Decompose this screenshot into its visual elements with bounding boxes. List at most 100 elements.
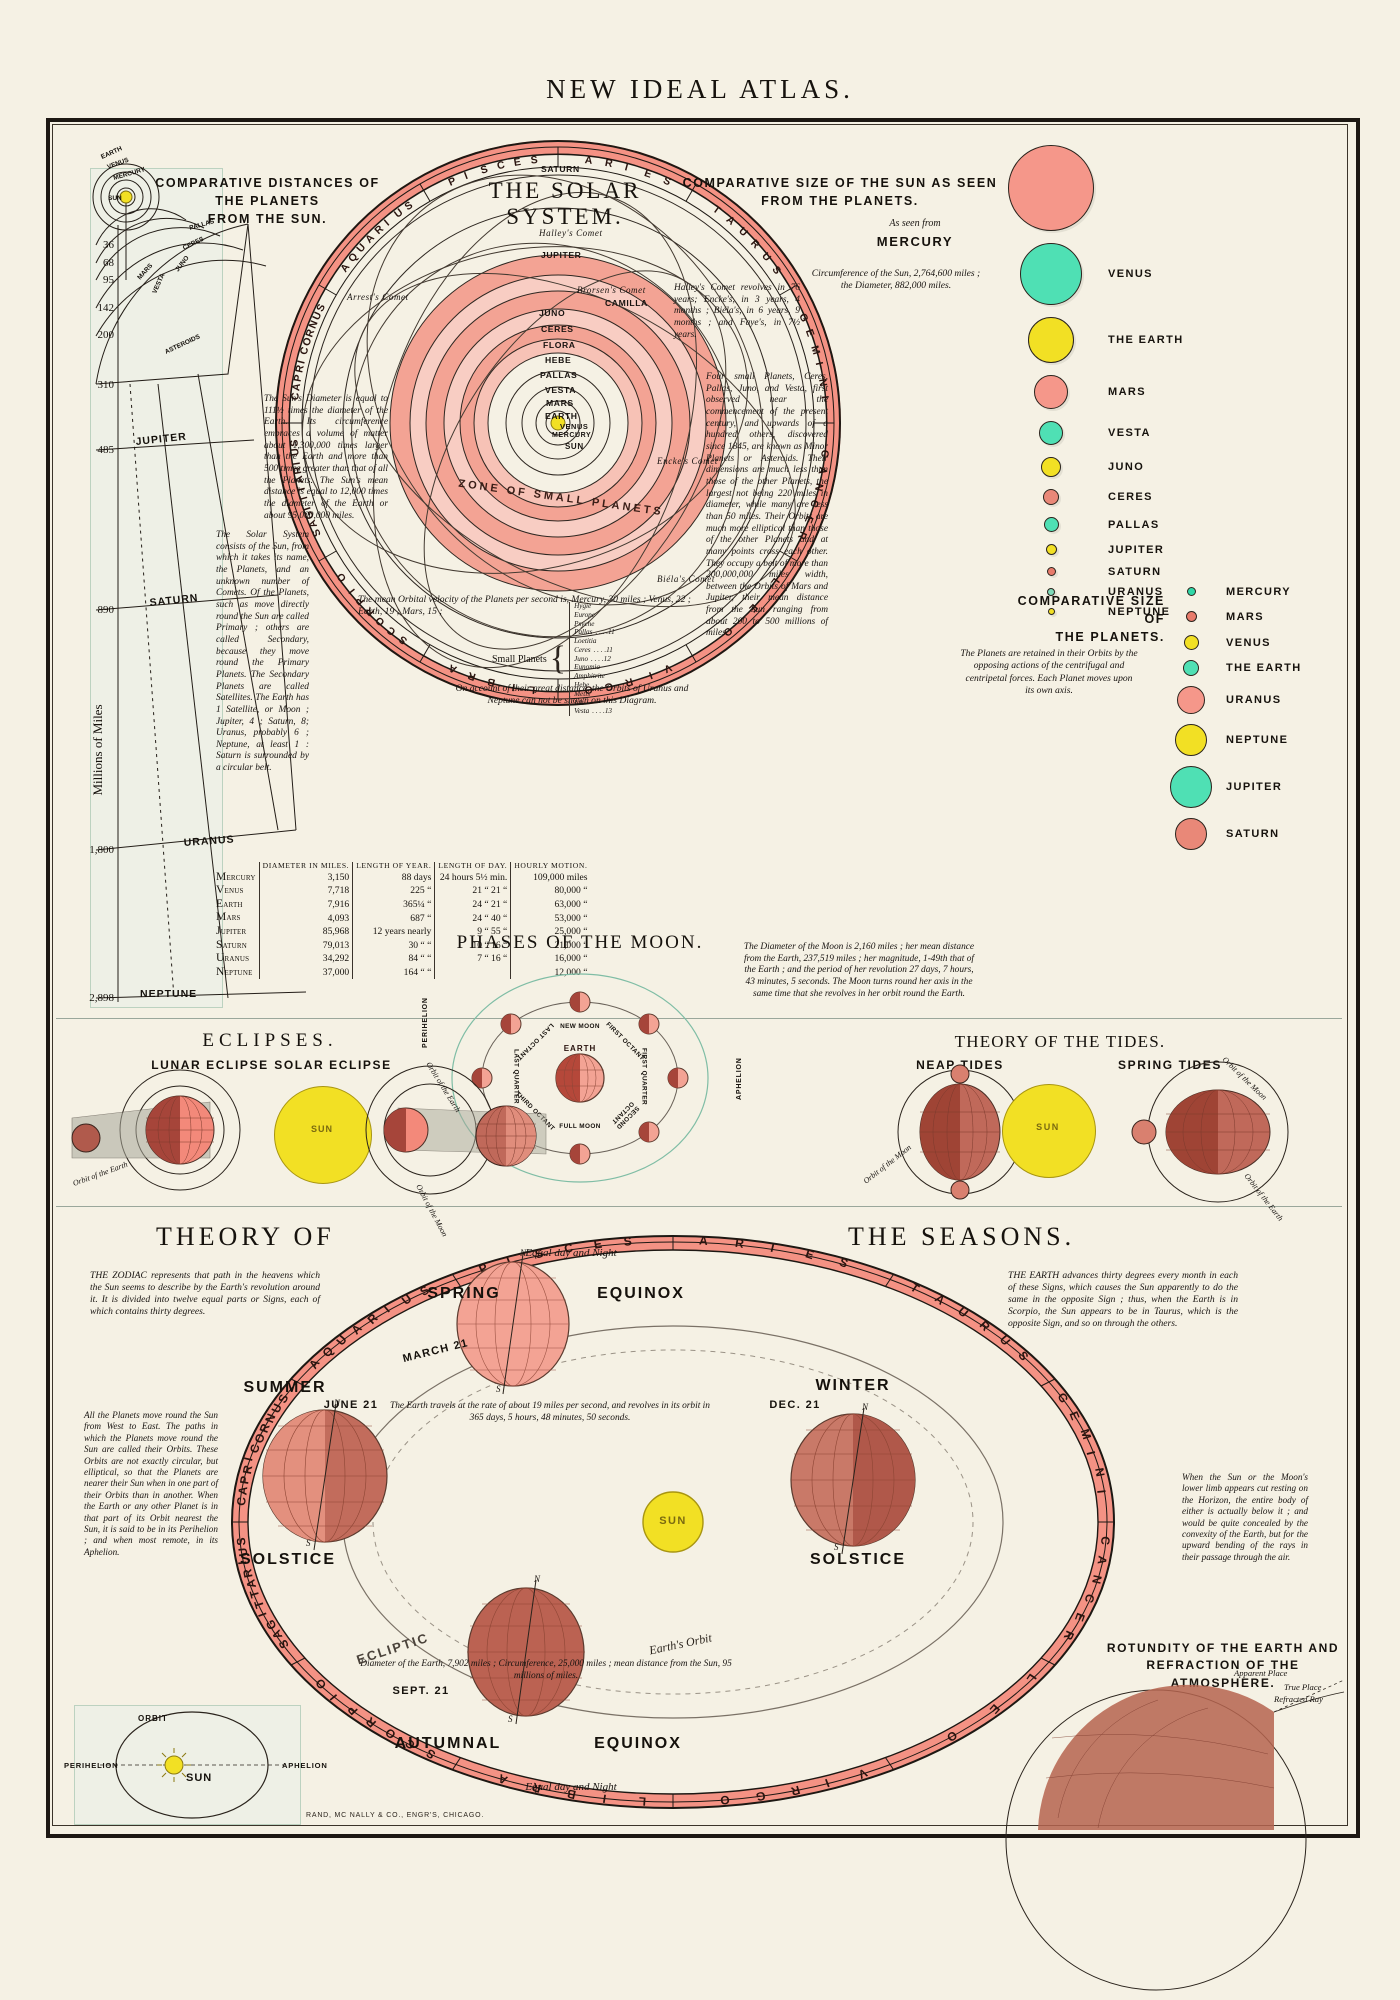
small-planet-row: Psyche	[574, 620, 615, 629]
seasons-zodiac-letter: R	[789, 1782, 802, 1799]
svg-text:VENUS: VENUS	[106, 156, 130, 170]
seasons-zodiac-letter: S	[837, 1254, 851, 1271]
legend-label: NEPTUNE	[1108, 605, 1171, 618]
inset-aphelion-label: APHELION	[282, 1761, 328, 1770]
seasons-zodiac-letter: A	[235, 1485, 251, 1496]
cell-name: Mercury	[216, 870, 256, 883]
legend-label: VESTA	[1108, 427, 1151, 439]
legend-circle	[1020, 243, 1082, 305]
legend-circle	[1041, 457, 1061, 477]
orbit-label-vesta: VESTA	[545, 385, 577, 395]
small-planet-name: Psyche	[574, 619, 595, 628]
svg-text:SATURN: SATURN	[149, 592, 199, 609]
svg-text:MERCURY: MERCURY	[113, 166, 147, 182]
legend-row-planet-size: JUPITER	[1168, 761, 1348, 813]
cell-day: 21 “ 21 “	[434, 884, 511, 898]
moon-phase-marker	[500, 1013, 522, 1035]
cell-year: 687 “	[352, 911, 435, 925]
moon-phase-marker	[569, 991, 591, 1013]
comet-label-arrest: Arrest's Comet	[347, 292, 409, 302]
eclipse-sun-label: SUN	[310, 1124, 333, 1134]
moon-center-label: EARTH	[563, 1044, 597, 1053]
legend-label: JUPITER	[1226, 781, 1283, 793]
comet-label-halley: Halley's Comet	[539, 228, 603, 238]
season-event-spring: EQUINOX	[597, 1285, 685, 1302]
small-planet-row: Amphitrite	[574, 672, 615, 681]
legend-row-sun-size: VESTA	[1000, 416, 1200, 450]
equal-day-night-bottom: Equal day and Night	[525, 1781, 617, 1793]
season-event-winter: SOLSTICE	[809, 1551, 906, 1568]
small-planet-name: Hebe	[574, 681, 590, 690]
orbit-label-juno: JUNO	[539, 308, 566, 318]
legend-row-sun-size: MARS	[1000, 370, 1200, 414]
small-planet-value: . . . .12	[591, 654, 611, 663]
small-planet-row: Europe	[574, 611, 615, 620]
small-planet-name: Eunomia	[574, 663, 601, 672]
velocity-note: The mean Orbital velocity of the Planets…	[358, 594, 691, 618]
moon-phase-marker	[638, 1121, 660, 1143]
earth-globe-autumn: N S	[456, 1574, 596, 1732]
aphelion-label-moon: APHELION	[736, 1057, 743, 1100]
moon-phase-marker	[667, 1067, 689, 1089]
eclipses-title: ECLIPSES.	[202, 1030, 338, 1051]
comet-label-encke: Encke's Comet	[657, 456, 718, 466]
perihelion-label-moon: PERIHELION	[422, 997, 429, 1048]
small-planet-name: Ceres	[574, 645, 591, 654]
legend-label: CERES	[1108, 491, 1153, 503]
spring-tides-diagram: Orbit of the Moon Orbit of the Earth	[1131, 1055, 1289, 1223]
season-event-summer: SOLSTICE	[239, 1551, 336, 1568]
svg-text:URANUS: URANUS	[183, 833, 235, 849]
legend-label: MARS	[1226, 610, 1264, 623]
legend-circle	[1043, 489, 1059, 505]
seasons-zodiac-letter: S	[275, 1637, 292, 1651]
seasons-zodiac-letter: E	[1071, 1610, 1088, 1624]
seasons-zodiac-letter: L	[638, 1794, 647, 1809]
small-planet-name: Iris	[574, 698, 585, 707]
svg-text:MARS: MARS	[136, 262, 154, 281]
sun-circumference-note: Circumference of the Sun, 2,764,600 mile…	[811, 268, 981, 292]
legend-circle	[1183, 660, 1199, 676]
cell-day: 24 hours 5½ min.	[434, 870, 511, 885]
small-planet-row: Vesta. . . .13	[574, 707, 615, 716]
season-label-spring: SPRING	[427, 1285, 501, 1302]
earth-diameter-note: Diameter of the Earth, 7,902 miles ; Cir…	[360, 1659, 732, 1682]
cell-diameter: 85,968	[258, 924, 353, 939]
earth-globe-summer: N S	[250, 1398, 400, 1558]
legend-row-sun-size: THE EARTH	[1000, 312, 1200, 368]
cell-day: 24 “ 40 “	[434, 911, 511, 925]
seasons-zodiac-letter: C	[1081, 1592, 1098, 1605]
earth-globe-spring: N S	[448, 1248, 578, 1402]
moon-phase-marker	[471, 1067, 493, 1089]
small-planet-row: Hebe	[574, 681, 615, 690]
seasons-zodiac-letter: I	[380, 1302, 393, 1316]
cell-year: 84 “ “	[352, 952, 435, 966]
inset-orbit-label: ORBIT	[138, 1714, 168, 1723]
cell-name: Neptune	[216, 965, 253, 978]
seasons-zodiac-letter: O	[943, 1727, 961, 1745]
svg-text:485: 485	[98, 444, 115, 456]
distances-panel-bg	[90, 168, 223, 1008]
th-diameter: DIAMETER IN MILES.	[258, 861, 353, 871]
small-planet-row: Ceres. . . .11	[574, 646, 615, 655]
solar-eclipse-label: SOLAR ECLIPSE	[274, 1058, 392, 1072]
zodiac-note: THE ZODIAC represents that path in the h…	[90, 1270, 320, 1317]
svg-text:890: 890	[98, 604, 115, 616]
legend-label: JUPITER	[1108, 543, 1165, 556]
equal-day-night-top: Equal day and Night	[525, 1247, 617, 1259]
table-header-row: DIAMETER IN MILES. LENGTH OF YEAR. LENGT…	[213, 861, 591, 871]
small-planet-name: Vesta	[574, 707, 590, 716]
orbit-label-pallas: PALLAS	[540, 370, 578, 380]
legend-row-sun-size: JUPITER	[1000, 539, 1200, 560]
refraction-title: ROTUNDITY OF THE EARTH AND REFRACTION OF…	[1098, 1640, 1348, 1692]
legend-row-sun-size: CERES	[1000, 484, 1200, 510]
planet-size-note: The Planets are retained in their Orbits…	[960, 648, 1138, 697]
svg-text:200: 200	[98, 329, 115, 341]
cell-year: 30 “ “	[352, 938, 435, 953]
legend-circle	[1186, 587, 1196, 596]
orbit-note: On account of their great distance, the …	[455, 683, 689, 707]
svg-text:36: 36	[103, 239, 115, 251]
small-planet-name: Loetitia	[574, 637, 597, 646]
cell-motion: 109,000 miles	[510, 870, 591, 885]
legend-circle	[1185, 611, 1197, 622]
